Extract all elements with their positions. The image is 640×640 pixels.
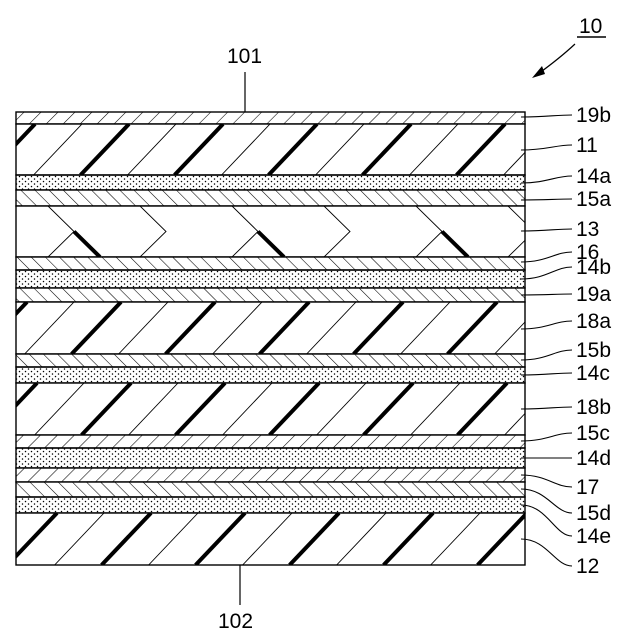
layer-label-15d: 15d — [576, 502, 611, 525]
leader-19a — [521, 294, 572, 295]
layer-label-14a: 14a — [576, 165, 611, 188]
leader-16 — [521, 252, 572, 262]
layer-12 — [8, 513, 621, 565]
leader-15c — [521, 433, 572, 441]
layer-15d — [16, 482, 525, 497]
layer-label-12: 12 — [576, 555, 599, 578]
leader-18a — [521, 321, 572, 329]
layer-label-18a: 18a — [576, 310, 611, 333]
layer-14b — [16, 270, 525, 288]
leader-14b — [521, 267, 572, 279]
leader-11 — [521, 145, 572, 150]
layer-label-15c: 15c — [576, 422, 610, 445]
layer-14c — [16, 367, 525, 383]
layer-15a — [16, 190, 525, 206]
layer-label-19a: 19a — [576, 283, 611, 306]
ref-arrow-shaft — [538, 44, 575, 74]
top-surface-label: 101 — [227, 45, 262, 68]
layer-18a — [0, 302, 591, 354]
layer-group — [0, 112, 621, 565]
layer-label-17: 17 — [576, 476, 599, 499]
layer-label-18b: 18b — [576, 396, 611, 419]
layer-label-14e: 14e — [576, 525, 611, 548]
layer-14e — [16, 497, 525, 513]
layer-15b — [16, 354, 525, 367]
leader-14a — [521, 176, 572, 183]
leader-19b — [521, 115, 572, 117]
layer-label-14b: 14b — [576, 256, 611, 279]
leader-18b — [521, 407, 572, 409]
layer-label-15b: 15b — [576, 339, 611, 362]
leader-line-group — [521, 115, 572, 566]
layer-15c — [16, 435, 525, 448]
leader-15d — [521, 489, 572, 513]
leader-14c — [521, 373, 572, 375]
layer-label-15a: 15a — [576, 188, 611, 211]
layer-18b — [0, 383, 601, 435]
ref-arrow-head — [532, 66, 545, 78]
bottom-surface-label: 102 — [218, 610, 253, 633]
layer-19b — [16, 112, 525, 124]
layer-11 — [0, 124, 599, 175]
leader-15a — [521, 199, 572, 200]
layer-14a — [16, 175, 525, 190]
layer-16 — [16, 257, 525, 270]
leader-15b — [521, 350, 572, 360]
leader-12 — [521, 539, 572, 566]
layer-label-13: 13 — [576, 218, 599, 241]
layer-13 — [0, 206, 534, 257]
leader-14e — [521, 505, 572, 536]
layer-14d — [16, 448, 525, 468]
layer-label-14d: 14d — [576, 447, 611, 470]
layer-label-11: 11 — [576, 134, 598, 157]
layer-label-19b: 19b — [576, 104, 611, 127]
layer-17 — [16, 468, 525, 482]
leader-13 — [521, 229, 572, 231]
figure-ref-numeral: 10 — [579, 15, 602, 38]
layer-19a — [16, 288, 525, 302]
leader-17 — [521, 475, 572, 487]
layer-label-group: 19b1114a15a131614b19a18a15b14c18b15c14d1… — [576, 104, 611, 578]
layer-label-14c: 14c — [576, 362, 610, 385]
